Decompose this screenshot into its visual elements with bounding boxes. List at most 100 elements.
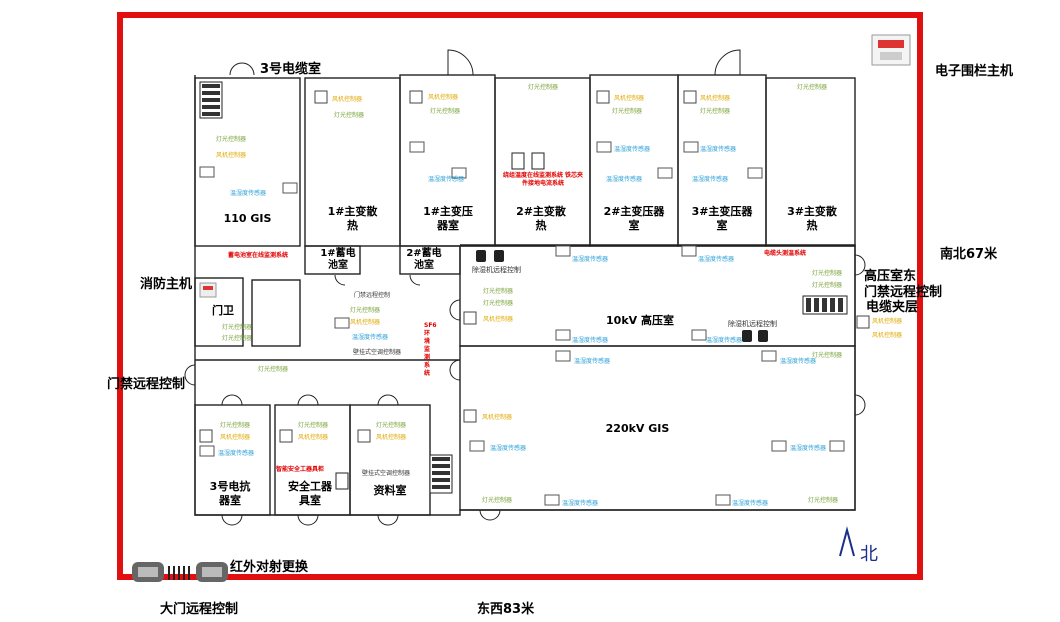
light-guard: 灯光控制器 — [222, 324, 253, 331]
light-t3-heat: 灯光控制器 — [797, 84, 828, 91]
light-t1: 灯光控制器 — [430, 108, 461, 115]
room-safety-tools: 安全工器具室 — [288, 480, 332, 507]
light-reactor: 灯光控制器 — [220, 422, 251, 429]
ac-corridor: 壁挂式空调控制器 — [353, 349, 402, 356]
light-10kv-1: 灯光控制器 — [483, 288, 514, 295]
room-t2: 2#主变压器室 — [603, 205, 665, 232]
ir-replace-label: 红外对射更换 — [230, 560, 309, 575]
sensor-t2: 温湿度传感器 — [614, 146, 651, 153]
door-remote-corridor: 门禁远程控制 — [354, 292, 391, 299]
north-arrow-icon — [839, 526, 855, 557]
fan-10kv: 风机控制器 — [483, 316, 514, 323]
room-10kv: 10kV 高压室 — [606, 314, 674, 327]
light-10kv-4: 灯光控制器 — [812, 282, 843, 289]
fan-safety: 风机控制器 — [298, 434, 329, 441]
perimeter-fence — [117, 12, 923, 580]
room-t3: 3#主变压器室 — [691, 205, 753, 232]
cable-mezzanine-label: 电缆夹层 — [866, 300, 919, 315]
sensor-t1: 温湿度传感器 — [428, 176, 465, 183]
smart-tools-label: 智能安全工器具柜 — [276, 466, 325, 473]
light-corridor-2: 灯光控制器 — [258, 366, 289, 373]
door-swings — [184, 49, 866, 526]
fire-host-icon — [199, 282, 217, 298]
fan-mezz-2: 风机控制器 — [872, 332, 903, 339]
room-t1-heat: 1#主变散热 — [327, 205, 378, 232]
sensor-corridor: 温湿度传感器 — [352, 334, 389, 341]
light-corridor: 灯光控制器 — [350, 307, 381, 314]
dehumid-10kv-1: 除湿机远程控制 — [472, 266, 521, 274]
fan-gis220: 风机控制器 — [482, 414, 513, 421]
cable-room-3-title: 3号电缆室 — [260, 62, 322, 77]
east-west-label: 东西83米 — [477, 602, 535, 617]
door-remote-left-label: 门禁远程控制 — [107, 377, 186, 392]
battery-monitor-label: 蓄电池室在线监测系统 — [228, 252, 289, 259]
sensor-gis220-3: 温湿度传感器 — [490, 445, 527, 452]
cable-temp-label: 电缆头测温系统 — [764, 250, 807, 257]
sensor-t3: 温湿度传感器 — [700, 146, 737, 153]
hv-room-east-label: 高压室东 — [864, 269, 917, 284]
light-guard-2: 灯光控制器 — [222, 335, 253, 342]
light-gis220-3: 灯光控制器 — [808, 497, 839, 504]
fan-mezz-1: 风机控制器 — [872, 318, 903, 325]
fan-icons — [199, 90, 870, 443]
light-t3: 灯光控制器 — [700, 108, 731, 115]
room-t1: 1#主变压器室 — [423, 205, 473, 232]
room-gis220: 220kV GIS — [605, 422, 670, 435]
light-10kv-3: 灯光控制器 — [812, 270, 843, 277]
sensor-gis220-4: 温湿度传感器 — [790, 445, 827, 452]
sensor-gis220-5: 温湿度传感器 — [562, 500, 599, 507]
gate-remote-label: 大门远程控制 — [160, 602, 239, 617]
light-10kv-2: 灯光控制器 — [483, 300, 514, 307]
light-archive: 灯光控制器 — [376, 422, 407, 429]
north-label: 北 — [860, 544, 878, 565]
fence-host-label: 电子围栏主机 — [935, 64, 1014, 79]
fan-corridor: 风机控制器 — [350, 319, 381, 326]
core-ground-label: 绕组温度在线监测系统 铁芯夹件接地电流系统 — [502, 172, 584, 187]
light-gis110: 灯光控制器 — [216, 136, 247, 143]
sensor-t2-b: 温湿度传感器 — [606, 176, 643, 183]
light-t1-heat: 灯光控制器 — [334, 112, 365, 119]
north-south-label: 南北67米 — [940, 247, 998, 262]
dehumid-10kv-2: 除湿机远程控制 — [728, 320, 777, 328]
sf6-label: SF6环境监测系统 — [424, 322, 437, 377]
sensor-t3-b: 温湿度传感器 — [692, 176, 729, 183]
fan-t1-heat: 风机控制器 — [332, 96, 363, 103]
fire-host-label: 消防主机 — [140, 277, 193, 292]
room-reactor-3: 3号电抗器室 — [209, 480, 251, 507]
light-safety: 灯光控制器 — [298, 422, 329, 429]
fan-archive: 风机控制器 — [376, 434, 407, 441]
light-gis220-2: 灯光控制器 — [482, 497, 513, 504]
dehumidifier-icons — [476, 250, 768, 342]
sensor-gis220-1: 温湿度传感器 — [574, 358, 611, 365]
core-ground-icons — [335, 152, 545, 490]
sensor-reactor: 温湿度传感器 — [218, 450, 255, 457]
fan-t1: 风机控制器 — [428, 94, 459, 101]
fan-t3: 风机控制器 — [700, 95, 731, 102]
hv-room-east-door-label: 门禁远程控制 — [864, 285, 943, 300]
sensor-gis110: 温湿度传感器 — [230, 190, 267, 197]
room-battery-1: 1#蓄电池室 — [320, 248, 356, 271]
room-guard: 门卫 — [212, 304, 234, 317]
room-gis110: 110 GIS — [223, 212, 272, 225]
light-t2: 灯光控制器 — [612, 108, 643, 115]
ac-archive: 壁挂式空调控制器 — [362, 470, 411, 477]
room-t2-heat: 2#主变散热 — [516, 205, 566, 232]
light-gis220-1: 灯光控制器 — [812, 352, 843, 359]
room-archive: 资料室 — [373, 484, 407, 497]
fence-host-icon — [871, 34, 911, 66]
sensor-10kv-4: 温湿度传感器 — [706, 337, 743, 344]
room-t3-heat: 3#主变散热 — [787, 205, 837, 232]
sensor-icons — [199, 141, 845, 506]
stairs — [199, 81, 848, 494]
fan-reactor: 风机控制器 — [220, 434, 251, 441]
sensor-gis220-2: 温湿度传感器 — [780, 358, 817, 365]
sensor-10kv-2: 温湿度传感器 — [698, 256, 735, 263]
fan-gis110: 风机控制器 — [216, 152, 247, 159]
room-battery-2: 2#蓄电池室 — [406, 248, 442, 271]
gate-icon — [132, 562, 228, 582]
sensor-10kv-3: 温湿度传感器 — [572, 337, 609, 344]
fan-t2: 风机控制器 — [614, 95, 645, 102]
sensor-10kv-1: 温湿度传感器 — [572, 256, 609, 263]
